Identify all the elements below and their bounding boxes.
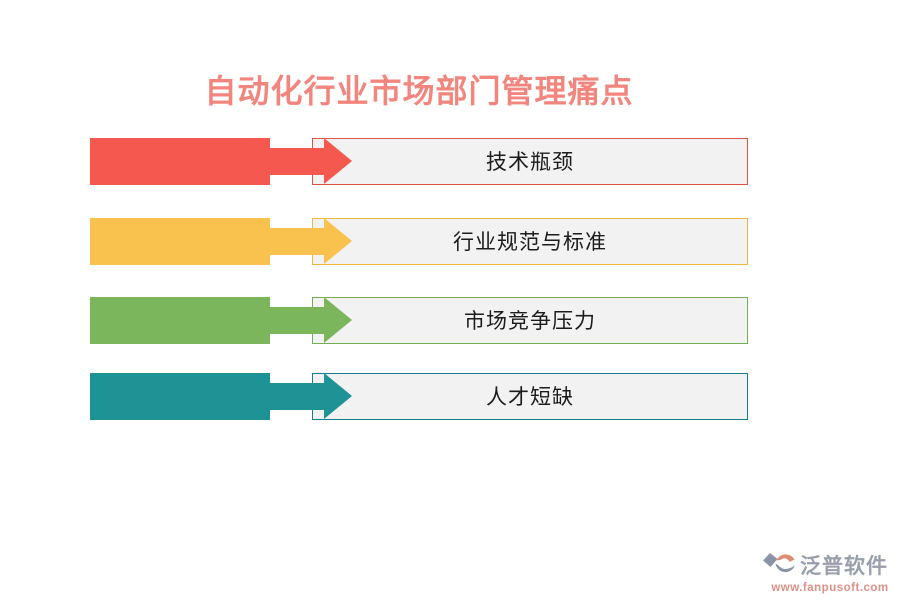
footer-logo-row: 泛普软件 (762, 551, 898, 581)
brand-name: 泛普软件 (800, 554, 888, 578)
pain-point-row: 行业规范与标准 (90, 218, 748, 265)
pain-point-row: 技术瓶颈 (90, 138, 748, 185)
arrow-bar (90, 138, 270, 185)
arrow-bar (90, 373, 270, 420)
pain-point-row: 人才短缺 (90, 373, 748, 420)
pain-point-label: 人才短缺 (486, 385, 574, 409)
pain-point-row: 市场竞争压力 (90, 297, 748, 344)
pain-point-box: 人才短缺 (312, 373, 748, 420)
pain-point-label: 技术瓶颈 (486, 150, 574, 174)
pain-point-box: 市场竞争压力 (312, 297, 748, 344)
arrow-bar (90, 297, 270, 344)
fanpu-logo-icon (763, 553, 795, 573)
arrow-stem (269, 228, 326, 255)
footer-logo: 泛普软件 www.fanpusoft.com (762, 551, 898, 594)
arrow-head-icon (324, 373, 352, 419)
arrow-stem (269, 383, 326, 410)
diagram-content: 自动化行业市场部门管理痛点 技术瓶颈 行业规范与标准 市场竞争压力 (90, 0, 748, 600)
pain-point-label: 市场竞争压力 (464, 309, 596, 333)
pain-point-box: 行业规范与标准 (312, 218, 748, 265)
pain-point-label: 行业规范与标准 (453, 230, 607, 254)
arrow-bar (90, 218, 270, 265)
arrow-stem (269, 148, 326, 175)
arrow-head-icon (324, 138, 352, 184)
pain-point-box: 技术瓶颈 (312, 138, 748, 185)
arrow-stem (269, 307, 326, 334)
arrow-head-icon (324, 297, 352, 343)
brand-url: www.fanpusoft.com (771, 582, 889, 594)
arrow-head-icon (324, 218, 352, 264)
page-title: 自动化行业市场部门管理痛点 (204, 73, 634, 109)
